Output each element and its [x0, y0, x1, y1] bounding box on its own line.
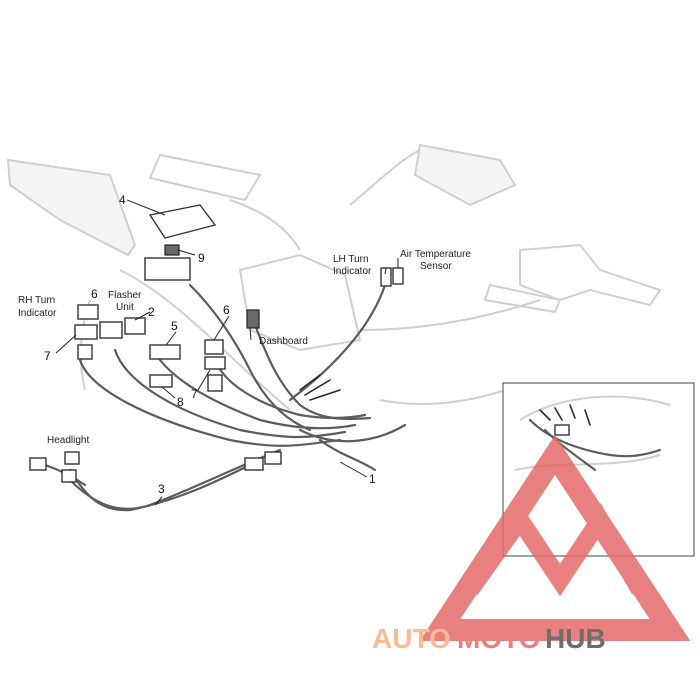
dashboard-plug — [246, 309, 260, 329]
callout-5: 5 — [171, 319, 178, 333]
label-lh-turn-indicator-line1: LH Turn — [333, 254, 369, 265]
part-6-rh-connector — [77, 304, 99, 320]
part-8-block — [149, 374, 173, 388]
headlight-harness-2 — [68, 458, 262, 512]
inset-harness-2 — [543, 428, 597, 472]
callout-8: 8 — [177, 395, 184, 409]
harness-strand-d — [213, 358, 367, 420]
watermark-text-moto: MOTO — [457, 623, 540, 654]
watermark-triangle-inner — [462, 502, 648, 597]
harness-strand-c — [158, 358, 357, 430]
headlight-plug-2 — [64, 451, 80, 465]
leader-dashboard — [249, 327, 252, 341]
rh-plug — [77, 344, 93, 360]
label-rh-turn-indicator-line1: RH Turn — [18, 295, 55, 306]
upper-fairing-edge — [229, 199, 301, 251]
callout-1: 1 — [369, 472, 376, 486]
inset-fairing — [519, 395, 671, 421]
components — [29, 204, 404, 483]
callout-9: 9 — [198, 251, 205, 265]
inset-connector — [554, 424, 570, 436]
label-lh-turn-indicator-line2: Indicator — [333, 266, 372, 277]
leader-3 — [154, 496, 163, 506]
leader-lines — [55, 199, 399, 506]
flasher-unit — [124, 317, 146, 335]
harness-junction — [244, 457, 264, 471]
leader-2 — [134, 311, 151, 321]
leader-7b — [197, 369, 211, 391]
harness-junction-2 — [264, 451, 282, 465]
inset-leads — [539, 404, 591, 426]
callout-2: 2 — [148, 305, 155, 319]
frame-line-3 — [379, 384, 521, 405]
dashboard-connector-leads — [299, 374, 341, 401]
part-9-relay — [164, 244, 180, 256]
label-air-temp-sensor-line1: Air Temperature — [400, 249, 471, 260]
part-6-lh-connector — [204, 339, 224, 355]
callout-4: 4 — [119, 193, 126, 207]
harness-strand-b — [113, 348, 347, 439]
lh-lever — [483, 283, 562, 314]
label-rh-turn-indicator-line2: Indicator — [18, 308, 57, 319]
callout-6b: 6 — [223, 303, 230, 317]
harness-strand-e — [188, 283, 312, 432]
lh-plug — [207, 374, 223, 392]
lh-mirror — [413, 143, 517, 207]
lh-handlebar-assembly — [519, 243, 662, 307]
headlight-plug-3 — [61, 469, 77, 483]
watermark-text-auto: AUTO — [372, 623, 451, 654]
lh-indicator-wire — [288, 283, 387, 402]
leader-lh-indicator — [384, 267, 387, 275]
lh-mirror-stem — [349, 149, 421, 206]
callout-6a: 6 — [91, 287, 98, 301]
leader-7a — [55, 334, 77, 354]
part-7-rh-connector — [74, 324, 98, 340]
harness-strand-f — [253, 323, 372, 420]
harness-main-end — [298, 423, 407, 443]
callout-3: 3 — [158, 482, 165, 496]
label-headlight: Headlight — [47, 435, 89, 446]
label-flasher-unit-line2: Unit — [116, 302, 134, 313]
frame-line-2 — [359, 299, 541, 331]
headlight-plug-1 — [29, 457, 47, 471]
part-4-cover — [148, 204, 217, 239]
air-temp-sensor-plug — [392, 267, 404, 285]
callout-numbers: 1 2 3 4 5 6 6 7 7 8 9 — [44, 193, 376, 496]
rh-mirror — [6, 158, 137, 257]
leader-1 — [339, 461, 368, 478]
label-air-temp-sensor-line2: Sensor — [420, 261, 452, 272]
watermark-logo: AUTO MOTO HUB — [372, 434, 691, 654]
rh-handlebar-grip — [148, 153, 262, 202]
label-flasher-unit-line1: Flasher — [108, 290, 142, 301]
part-2-flasher — [99, 321, 123, 339]
wiring-harness — [43, 283, 407, 512]
part-5-block — [149, 344, 181, 360]
motorcycle-outline — [6, 143, 662, 411]
frame-line-1 — [119, 269, 291, 411]
watermark-text-hub: HUB — [545, 623, 606, 654]
part-7-lh-connector — [204, 356, 226, 370]
leader-8 — [161, 386, 176, 399]
callout-7a: 7 — [44, 349, 51, 363]
leader-4 — [126, 199, 166, 216]
leader-6b — [213, 315, 230, 341]
callout-7b: 7 — [191, 387, 198, 401]
leader-9 — [177, 249, 196, 256]
part-labels: RH Turn Indicator Flasher Unit LH Turn I… — [18, 249, 471, 446]
fuse-box — [144, 257, 191, 281]
harness-tail — [318, 438, 377, 472]
leader-5 — [165, 331, 177, 346]
harness-strand-a — [78, 358, 342, 447]
label-dashboard: Dashboard — [259, 336, 308, 347]
